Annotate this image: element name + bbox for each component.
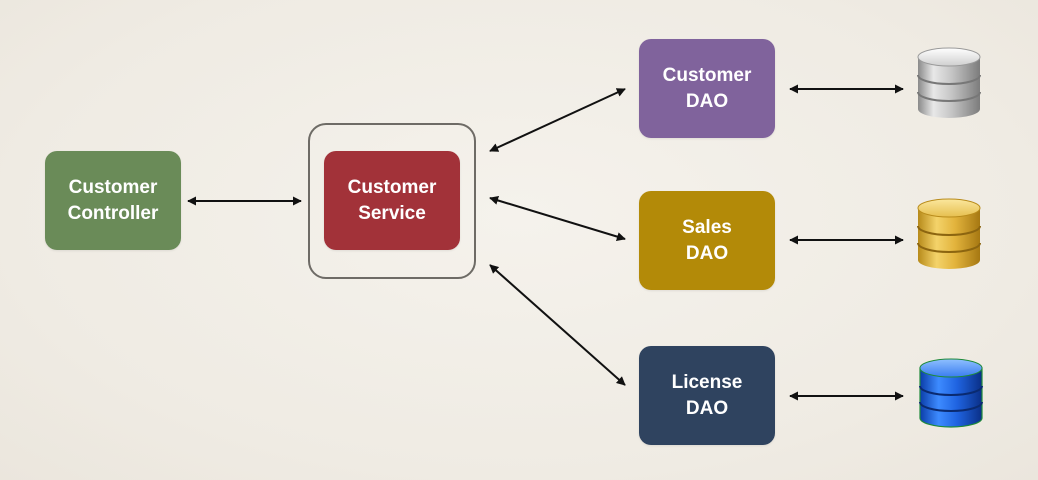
customer-service-label: Customer Service bbox=[347, 176, 437, 224]
service-customer-dao-arrow bbox=[489, 88, 626, 152]
license-database-icon bbox=[919, 358, 983, 428]
service-license-dao-arrow bbox=[489, 264, 626, 386]
customer-controller-node: Customer Controller bbox=[45, 151, 181, 250]
sales-dao-node: Sales DAO bbox=[639, 191, 775, 290]
license-dao-node: License DAO bbox=[639, 346, 775, 445]
customer-dao-label: Customer DAO bbox=[662, 64, 752, 112]
sales-dao-label: Sales DAO bbox=[682, 216, 732, 264]
service-layer-frame bbox=[308, 123, 476, 279]
service-sales-dao-arrow bbox=[489, 196, 626, 241]
customer-dao-node: Customer DAO bbox=[639, 39, 775, 138]
sales-database-icon bbox=[917, 198, 981, 269]
customer-controller-label: Customer Controller bbox=[67, 176, 159, 224]
customer-service-node: Customer Service bbox=[324, 151, 460, 250]
license-dao-label: License DAO bbox=[671, 371, 743, 419]
customer-database-icon bbox=[917, 47, 981, 118]
